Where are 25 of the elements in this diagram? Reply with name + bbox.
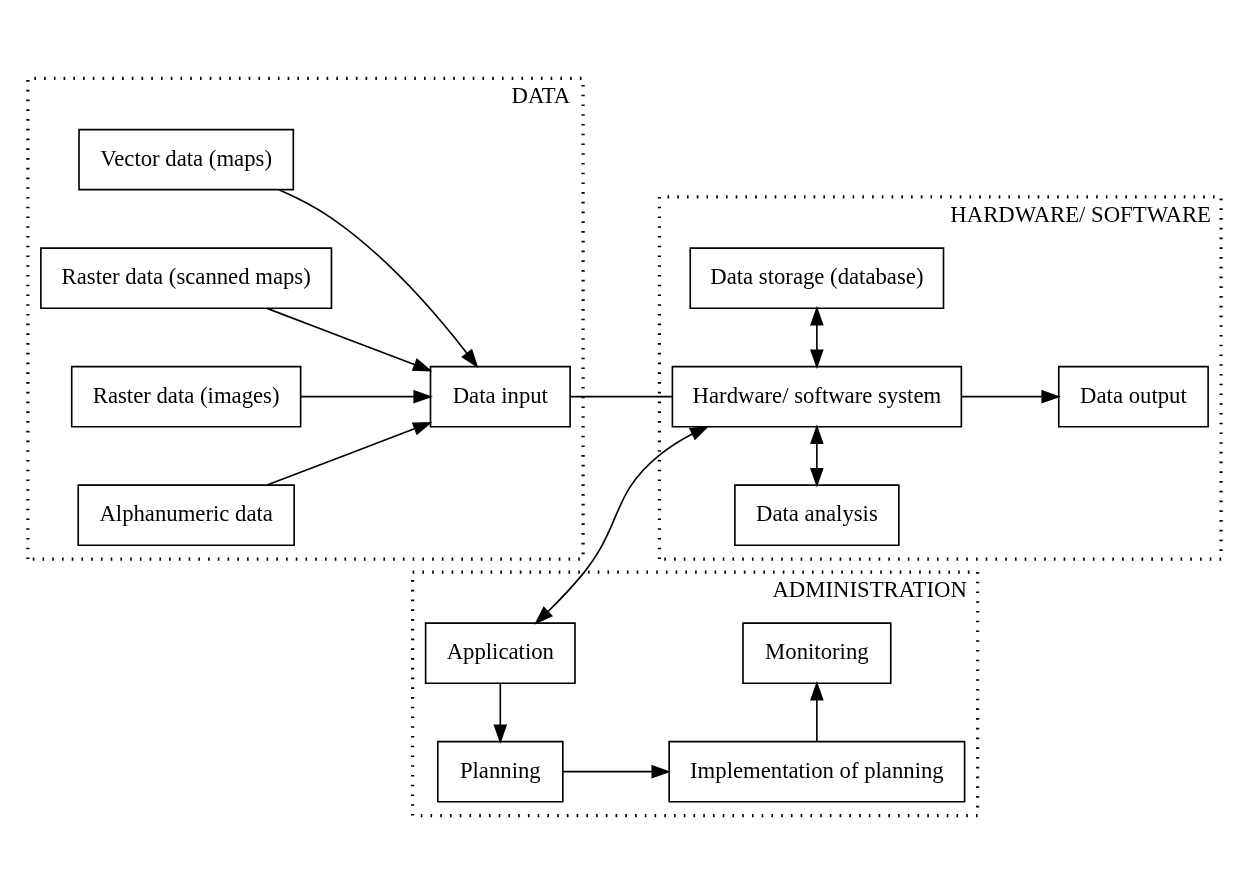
node-box: Alphanumeric data [77, 483, 295, 546]
arrow [266, 307, 433, 371]
node-box: Monitoring [742, 621, 892, 684]
arrow [300, 389, 433, 403]
node-box: Planning [437, 740, 564, 803]
node-box: Application [424, 621, 576, 684]
arrow [810, 680, 824, 742]
arrow [266, 421, 433, 486]
node-box: Data storage (database) [689, 246, 945, 309]
node-box: Hardware/ software system [671, 365, 963, 427]
arrow [810, 305, 824, 369]
node-box: Raster data (scanned maps) [40, 246, 333, 309]
arrow [534, 425, 710, 625]
arrow [810, 424, 824, 488]
node-box: Data input [429, 365, 571, 427]
node-box: Vector data (maps) [78, 128, 295, 190]
arrow [278, 188, 479, 368]
node-box: Implementation of planning [668, 740, 966, 803]
node-box: Data output [1057, 365, 1209, 427]
arrow [493, 682, 508, 744]
arrow [562, 764, 671, 778]
connector [569, 395, 673, 397]
arrow [960, 389, 1061, 403]
node-box: Data analysis [734, 483, 900, 546]
node-box: Raster data (images) [70, 365, 302, 427]
